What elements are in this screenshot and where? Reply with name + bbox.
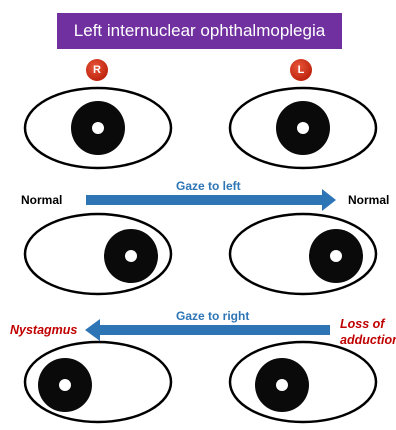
right-eye-primary <box>25 88 171 168</box>
left-eye-gaze-right <box>230 342 376 422</box>
pupil-highlight <box>59 379 71 391</box>
pupil-highlight <box>276 379 288 391</box>
pupil-highlight <box>92 122 104 134</box>
row3-arrow-label: Gaze to right <box>176 309 249 323</box>
row2-arrow-label: Gaze to left <box>176 179 241 193</box>
pupil-highlight <box>125 250 137 262</box>
right-eye-gaze-right <box>25 342 171 422</box>
row3-left-label: Nystagmus <box>10 322 77 338</box>
row-gaze-left <box>25 214 376 294</box>
row2-left-label: Normal <box>21 193 62 207</box>
left-eye-primary <box>230 88 376 168</box>
right-eye-gaze-left <box>25 214 171 294</box>
left-eye-gaze-left <box>230 214 376 294</box>
pupil-highlight <box>330 250 342 262</box>
row3-right-label: Loss of adduction <box>340 316 396 348</box>
row-gaze-right <box>25 342 376 422</box>
row-primary-gaze <box>25 88 376 168</box>
row2-right-label: Normal <box>348 193 389 207</box>
pupil-highlight <box>297 122 309 134</box>
